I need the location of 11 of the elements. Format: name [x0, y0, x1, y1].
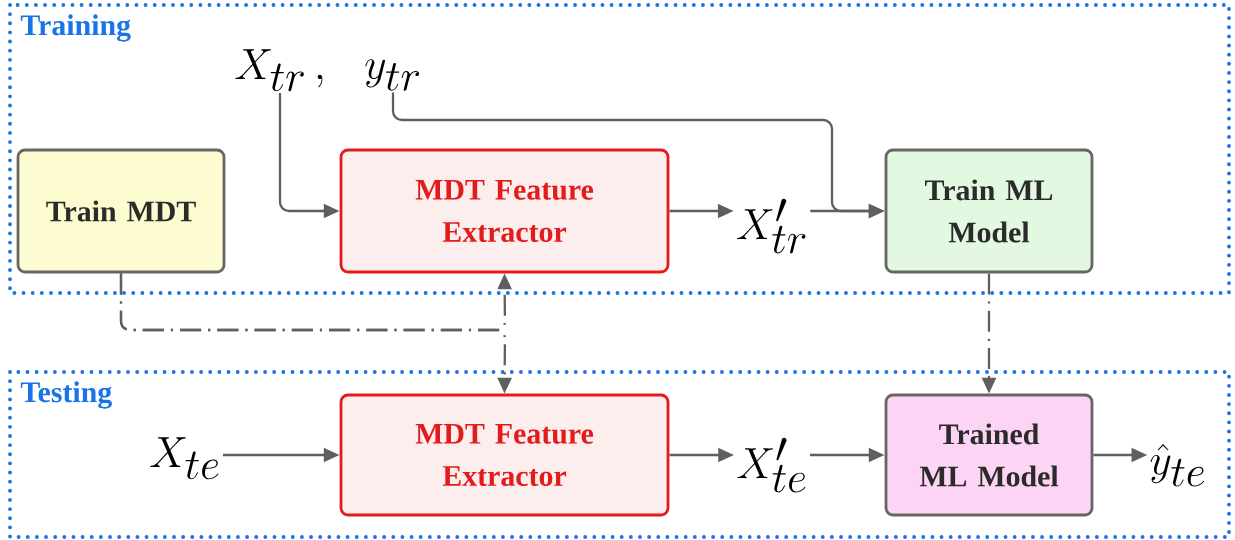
math-symbol: $X'_{te}$	[737, 437, 806, 493]
model-box: Trained ML Model	[884, 393, 1094, 517]
math-symbol: $X_{te}$	[150, 437, 219, 480]
train-box: Train MDT	[16, 148, 226, 274]
extractor-box: MDT Feature Extractor	[339, 393, 670, 517]
math-symbol: $y_{tr}$	[365, 59, 420, 91]
math-symbol: $X'_{tr}$	[736, 198, 806, 254]
extractor-box: MDT Feature Extractor	[339, 148, 670, 274]
model-box: Train ML Model	[884, 148, 1094, 274]
math-symbol: $\hat{y}_{te}$	[1150, 443, 1205, 487]
math-symbol: $X_{tr}\,,$	[235, 49, 323, 92]
